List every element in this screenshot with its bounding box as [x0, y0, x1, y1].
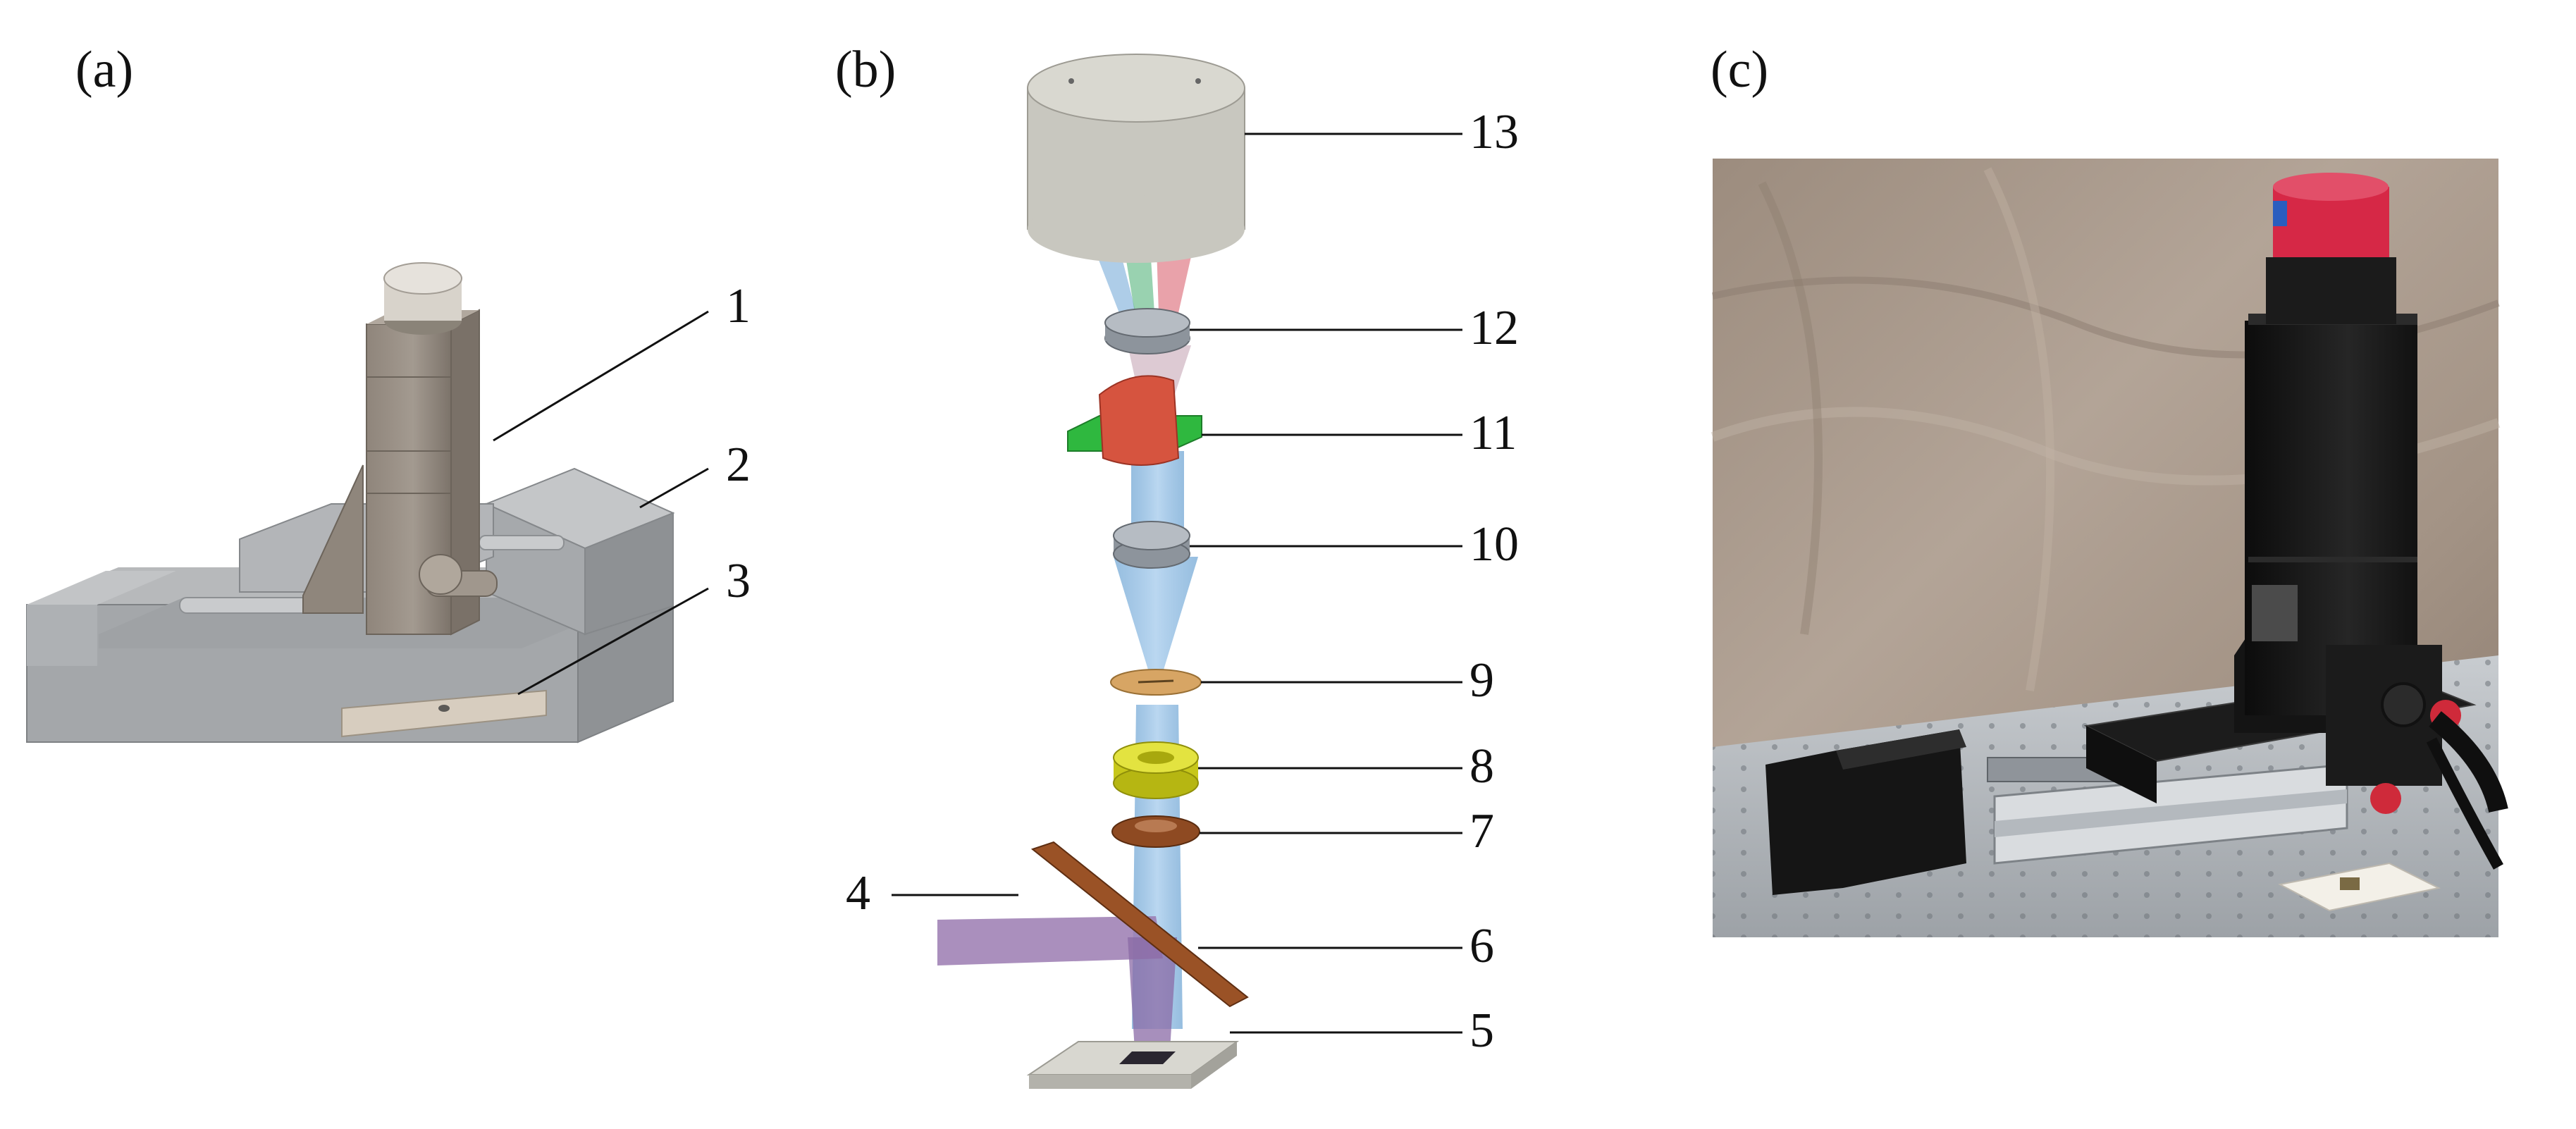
column-bracket [302, 464, 364, 614]
panel-b-label: (b) [835, 41, 896, 99]
base-left-end-top [27, 571, 176, 605]
callout-8: 8 [1469, 739, 1494, 794]
camera-cable [2429, 711, 2508, 813]
sample-spot [438, 705, 450, 712]
callout-2-leader [639, 467, 709, 509]
callout-9: 9 [1469, 653, 1494, 708]
callout-3: 3 [726, 554, 751, 608]
callout-2: 2 [726, 438, 751, 492]
dispersive-element [1098, 375, 1180, 466]
panel-c-photo [1711, 159, 2508, 937]
panel-b-optics [892, 54, 1462, 1089]
callout-7: 7 [1469, 804, 1494, 858]
base-left-end-front [27, 605, 97, 666]
stepper-motor [1765, 729, 1966, 895]
sample-window [1119, 1051, 1176, 1064]
excitation-beam-down [1128, 937, 1177, 1050]
camera-cylinder-top [1027, 54, 1245, 123]
dichroic-mirror [1030, 841, 1249, 1008]
panel-a-model [26, 262, 709, 744]
beam-converging [1114, 557, 1198, 677]
panel-c-label: (c) [1711, 41, 1769, 99]
camera-adapter [2266, 257, 2396, 324]
base-right-end-side [584, 512, 674, 636]
callout-13: 13 [1469, 105, 1519, 159]
callout-10: 10 [1469, 517, 1519, 572]
body-window [2252, 585, 2298, 641]
red-knob-lower [2370, 783, 2401, 814]
guide-rod-right [479, 535, 565, 550]
callout-12: 12 [1469, 301, 1519, 355]
callout-1-leader [493, 310, 709, 442]
callout-5: 5 [1469, 1004, 1494, 1058]
camera-cylinder-bottom-edge [1028, 195, 1245, 263]
excitation-beam [937, 916, 1163, 965]
camera-cap-top [383, 262, 462, 295]
callout-6: 6 [1469, 919, 1494, 973]
callout-4: 4 [846, 866, 870, 920]
callout-11: 11 [1469, 406, 1517, 460]
callout-3-leader [517, 587, 709, 696]
focus-knob-face [419, 554, 462, 595]
sample-slide [341, 689, 547, 738]
panel-a-label: (a) [75, 41, 134, 99]
callout-1: 1 [726, 279, 751, 333]
